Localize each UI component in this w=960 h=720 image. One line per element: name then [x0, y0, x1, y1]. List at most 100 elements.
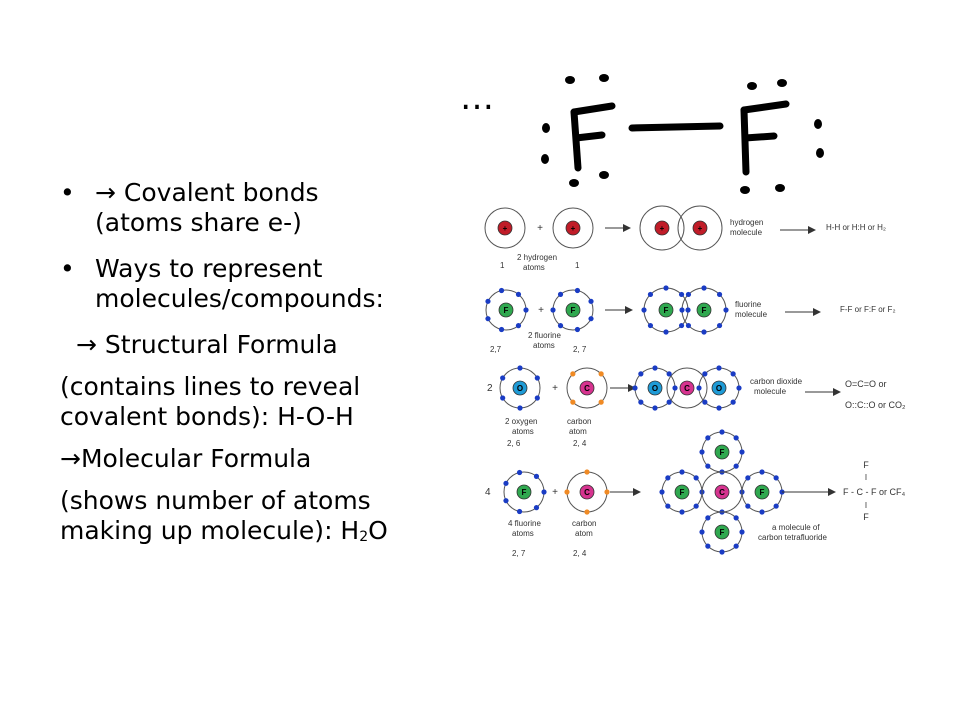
electron	[498, 326, 505, 333]
hydrogen-nucleus	[654, 220, 670, 236]
electron	[702, 399, 708, 405]
product-label: molecule	[730, 228, 763, 237]
electron	[541, 489, 547, 495]
bullet-line: (atoms share e-)	[95, 208, 302, 237]
structural-desc-line: (contains lines to reveal	[60, 372, 361, 401]
electron	[733, 543, 739, 549]
electron	[759, 509, 765, 515]
formula-label: O=C=O or	[845, 379, 887, 389]
electron	[534, 395, 540, 401]
electron	[679, 509, 685, 515]
fluorine-nucleus	[498, 302, 514, 318]
electron	[516, 469, 523, 476]
electron	[665, 503, 671, 509]
ellipsis: …	[460, 78, 496, 118]
bullet-marker: •	[60, 254, 75, 283]
bullet-line: molecules/compounds:	[95, 284, 384, 313]
fluorine-nucleus-symbol: F	[702, 306, 707, 315]
formula-label: I	[865, 501, 867, 510]
molecular-desc-prefix: making up molecule): H	[60, 516, 360, 545]
electron	[733, 463, 739, 469]
reactant-label: atoms	[512, 529, 534, 538]
electron	[574, 287, 581, 294]
electron	[678, 322, 685, 329]
fluorine-nucleus-symbol: F	[571, 306, 576, 315]
structural-formula-description: (contains lines to reveal covalent bonds…	[60, 372, 460, 432]
formula-label: F-F or F:F or F₂	[840, 305, 896, 314]
electron-config-label: 2, 4	[573, 439, 587, 448]
reactant-label: atoms	[523, 263, 545, 272]
electron	[663, 329, 669, 335]
reactant-label: atom	[575, 529, 593, 538]
electron	[666, 399, 672, 405]
electron	[604, 489, 610, 495]
carbon-atom-ring	[666, 367, 708, 409]
electron	[739, 449, 745, 455]
fluorine-nucleus-symbol: F	[720, 448, 725, 457]
electron	[719, 429, 725, 435]
electron	[503, 498, 509, 504]
electron	[705, 543, 711, 549]
electron	[598, 371, 604, 377]
electron	[570, 399, 576, 405]
product-label: molecule	[735, 310, 768, 319]
carbon-nucleus-symbol: C	[684, 384, 690, 393]
electron	[557, 291, 564, 297]
carbon-nucleus	[714, 484, 730, 500]
molecular-desc-suffix: O	[368, 516, 388, 545]
carbon-nucleus-symbol: C	[719, 488, 725, 497]
fluorine-nucleus-symbol: F	[720, 528, 725, 537]
electron	[500, 395, 506, 401]
hydrogen-nucleus	[497, 220, 513, 236]
oxygen-nucleus	[711, 380, 727, 396]
hydrogen-nucleus-symbol: +	[660, 224, 665, 233]
electron	[503, 480, 509, 486]
electron	[517, 365, 523, 371]
electron	[498, 287, 505, 294]
carbon-nucleus-symbol: C	[584, 384, 590, 393]
carbon-nucleus	[679, 380, 695, 396]
electron	[672, 385, 678, 391]
formula-label: H-H or H:H or H₂	[826, 223, 886, 232]
electron	[716, 405, 722, 411]
reactant-label: 2 hydrogen	[517, 253, 557, 262]
hydrogen-nucleus-symbol: +	[503, 224, 508, 233]
electron-config-label: 2,7	[490, 345, 502, 354]
carbon-nucleus	[579, 484, 595, 500]
electron	[638, 371, 644, 377]
oxygen-nucleus	[512, 380, 528, 396]
atom-count-label: 2	[487, 383, 493, 394]
carbon-nucleus	[579, 380, 595, 396]
electron	[716, 365, 722, 371]
electron	[659, 489, 665, 495]
electron	[570, 371, 576, 377]
electron	[733, 435, 739, 441]
product-label: molecule	[754, 387, 787, 396]
reactant-label: atom	[569, 427, 587, 436]
formula-label: F - C - F or CF₄	[843, 487, 905, 497]
fluorine-nucleus-symbol: F	[680, 488, 685, 497]
electron	[705, 435, 711, 441]
reactant-label: 2 oxygen	[505, 417, 537, 426]
molecular-desc-subscript: 2	[359, 529, 369, 545]
electron	[485, 316, 491, 322]
electron	[705, 463, 711, 469]
bullet-covalent-bonds: • → Covalent bonds (atoms share e-)	[60, 178, 460, 238]
hydrogen-nucleus-symbol: +	[571, 224, 576, 233]
hydrogen-atom-ring	[677, 205, 723, 251]
plus-sign: +	[552, 383, 558, 394]
electron	[685, 322, 692, 329]
fluorine-nucleus	[565, 302, 581, 318]
electron	[699, 529, 705, 535]
electron	[584, 469, 590, 475]
electron	[564, 489, 570, 495]
hydrogen-atom-ring	[639, 205, 685, 251]
fluorine-nucleus	[658, 302, 674, 318]
electron	[557, 323, 564, 329]
electron	[485, 298, 491, 304]
electron	[517, 405, 523, 411]
electron	[638, 399, 644, 405]
electron	[745, 503, 751, 509]
electron	[730, 399, 736, 405]
molecular-desc-line: (shows number of atoms	[60, 486, 371, 515]
